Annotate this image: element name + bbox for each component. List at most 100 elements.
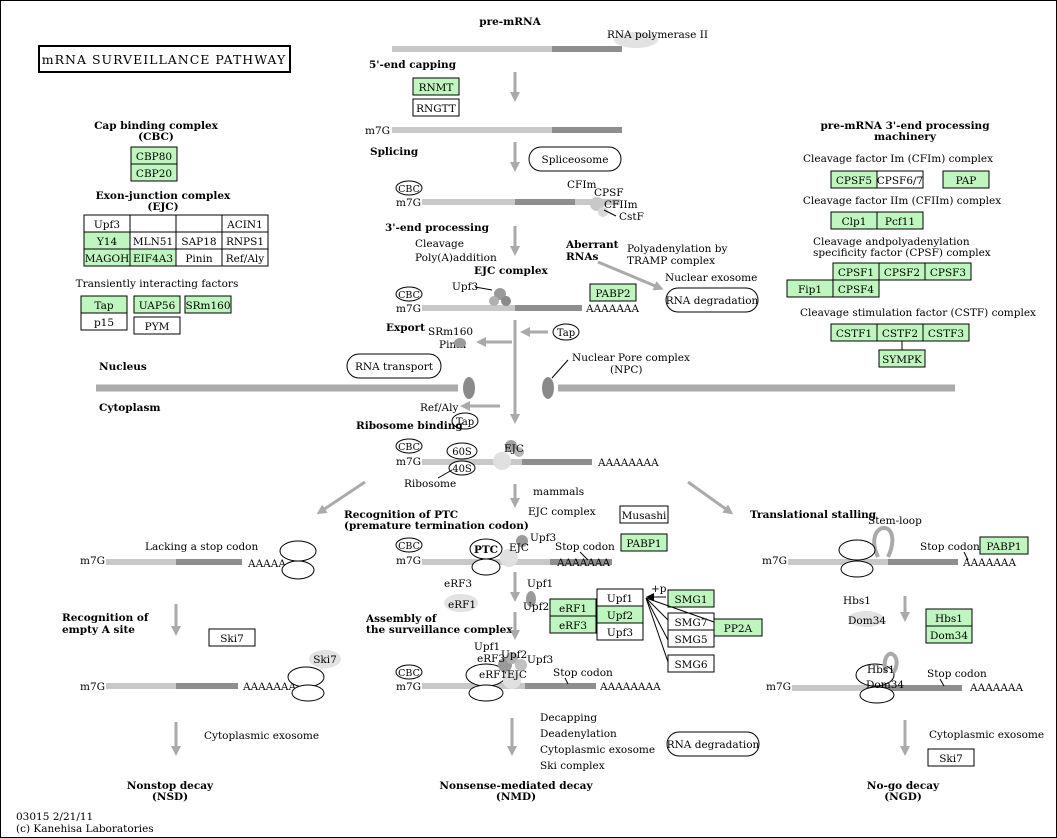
ejc-cell-label: EIF4A3: [133, 253, 173, 265]
svg-text:Ski7: Ski7: [939, 753, 963, 765]
smg1-box[interactable]: SMG1: [667, 589, 715, 608]
cpsf3-box[interactable]: CPSF3: [924, 262, 972, 281]
svg-text:Upf2: Upf2: [607, 610, 633, 622]
erf1-box[interactable]: eRF1: [549, 598, 597, 617]
sympk-box[interactable]: SYMPK: [878, 349, 926, 368]
tap-box[interactable]: Tap: [80, 295, 128, 314]
pym-box[interactable]: PYM: [133, 316, 181, 335]
pp2a-box[interactable]: PP2A: [713, 618, 763, 637]
stop-codon-ngd2: Stop codon: [927, 668, 987, 680]
mammals-label: mammals: [533, 486, 584, 498]
upf2-label-nmd: Upf2: [523, 601, 549, 613]
cpsf4-box[interactable]: CPSF4: [832, 279, 880, 298]
ejc-cell[interactable]: Y14: [83, 231, 131, 250]
ejc-cell-label: RNPS1: [226, 236, 264, 248]
refaly-label: Ref/Aly: [420, 402, 458, 414]
svg-text:Spliceosome: Spliceosome: [542, 154, 609, 166]
ski7-box-nsd[interactable]: Ski7: [208, 628, 256, 647]
ejc-cell[interactable]: ACIN1: [221, 214, 269, 233]
upf3-box[interactable]: Upf3: [596, 622, 644, 641]
clp1-box[interactable]: Clp1: [830, 211, 878, 230]
svg-text:Clp1: Clp1: [842, 216, 867, 228]
rna-degradation-node-1[interactable]: RNA degradation: [665, 287, 759, 313]
rngtt-box[interactable]: RNGTT: [412, 98, 460, 117]
srm160-box[interactable]: SRm160: [184, 295, 232, 314]
ejc-cell[interactable]: Pinin: [175, 248, 223, 267]
ejc-cell[interactable]: Ref/Aly: [221, 248, 269, 267]
svg-text:Dom34: Dom34: [930, 630, 968, 642]
uap56-box[interactable]: UAP56: [133, 295, 181, 314]
capping-label: 5'-end capping: [369, 59, 457, 71]
cpsf67-box[interactable]: CPSF6/7: [876, 170, 924, 189]
smg7-box[interactable]: SMG7: [667, 612, 715, 631]
svg-text:PAP: PAP: [956, 175, 977, 187]
ejc-cell[interactable]: Upf3: [83, 214, 131, 233]
rnmt-box[interactable]: RNMT: [412, 77, 460, 96]
ejc-cell[interactable]: RNPS1: [221, 231, 269, 250]
rna-transport-node[interactable]: RNA transport: [346, 353, 442, 379]
p15-box[interactable]: p15: [80, 312, 128, 331]
ski7-box-ngd[interactable]: Ski7: [927, 748, 975, 767]
m7g-label-ngd2: m7G: [766, 681, 791, 693]
pabp2-box[interactable]: PABP2: [589, 283, 637, 302]
polya-tail-nmd1: AAAAAAA: [556, 557, 610, 569]
cfim-label: CFIm: [567, 179, 596, 191]
svg-text:40S: 40S: [452, 464, 472, 475]
svg-text:CSTF2: CSTF2: [882, 328, 918, 340]
svg-text:CBC: CBC: [398, 184, 420, 195]
pcf11-box[interactable]: Pcf11: [876, 211, 924, 230]
musashi-box[interactable]: Musashi: [619, 505, 669, 524]
ejc-label-1: EJC: [504, 443, 524, 455]
pabp1-box-ngd[interactable]: PABP1: [979, 536, 1029, 555]
hbs1-label-ngd1: Hbs1: [843, 595, 871, 607]
ejc-cell[interactable]: SAP18: [175, 231, 223, 250]
svg-text:eRF1: eRF1: [559, 603, 587, 615]
ejc-cell[interactable]: EIF4A3: [129, 248, 177, 267]
ejc-title-1: Exon-junction complex: [96, 190, 231, 202]
stem-loop-shape: [872, 525, 895, 558]
cstf-label: CstF: [619, 211, 644, 223]
ejc-cell[interactable]: MAGOH: [83, 248, 131, 267]
svg-text:RNGTT: RNGTT: [416, 103, 456, 115]
erf3-label-nmd2: eRF3: [477, 653, 505, 665]
upf1-box[interactable]: Upf1: [596, 588, 644, 607]
stalling-label: Translational stalling: [750, 509, 877, 521]
cstf-complex-title: Cleavage stimulation factor (CSTF) compl…: [800, 307, 1036, 319]
rna-degradation-node-2[interactable]: RNA degradation: [666, 731, 760, 757]
svg-text:CSTF1: CSTF1: [836, 328, 872, 340]
svg-text:RNA degradation: RNA degradation: [666, 295, 759, 307]
pap-box[interactable]: PAP: [942, 170, 990, 189]
erf3-box[interactable]: eRF3: [549, 615, 597, 634]
nuclear-exosome-label: Nuclear exosome: [665, 272, 757, 284]
polya-tail-nsd2: AAAAAAA: [242, 681, 296, 693]
svg-text:PABP1: PABP1: [626, 538, 661, 550]
cpsf5-box[interactable]: CPSF5: [830, 170, 878, 189]
cstf1-box[interactable]: CSTF1: [830, 323, 878, 342]
svg-text:Musashi: Musashi: [622, 510, 667, 522]
cpsf1-box[interactable]: CPSF1: [832, 262, 880, 281]
upf2-box[interactable]: Upf2: [596, 605, 644, 624]
pabp1-box-nmd[interactable]: PABP1: [620, 533, 668, 552]
hbs1-box[interactable]: Hbs1: [925, 608, 973, 627]
m7g-label-1: m7G: [365, 125, 390, 137]
smg5-box[interactable]: SMG5: [667, 629, 715, 648]
ribosome-60s: 60S: [446, 442, 478, 460]
fip1-box[interactable]: Fip1: [786, 279, 834, 298]
cbp20-box[interactable]: CBP20: [130, 163, 178, 182]
smg6-box[interactable]: SMG6: [667, 654, 715, 673]
spliceosome-node[interactable]: Spliceosome: [528, 146, 622, 172]
cpsf2-box[interactable]: CPSF2: [878, 262, 926, 281]
cstf3-box[interactable]: CSTF3: [922, 323, 970, 342]
ski7-blob-nsd: [309, 650, 341, 668]
nsd-title-1: Nonstop decay: [127, 780, 214, 792]
dom34-box[interactable]: Dom34: [925, 625, 973, 644]
svg-text:CPSF1: CPSF1: [838, 267, 874, 279]
svg-text:SMG7: SMG7: [674, 617, 707, 629]
svg-text:SMG6: SMG6: [674, 659, 707, 671]
upf3-label-nmd1: Upf3: [530, 532, 556, 544]
ejc-complex-label: EJC complex: [474, 265, 549, 277]
cbp80-box[interactable]: CBP80: [130, 146, 178, 165]
cstf2-box[interactable]: CSTF2: [876, 323, 924, 342]
cfim-complex-title: Cleavage factor Im (CFIm) complex: [803, 153, 993, 165]
ejc-cell[interactable]: MLN51: [129, 231, 177, 250]
